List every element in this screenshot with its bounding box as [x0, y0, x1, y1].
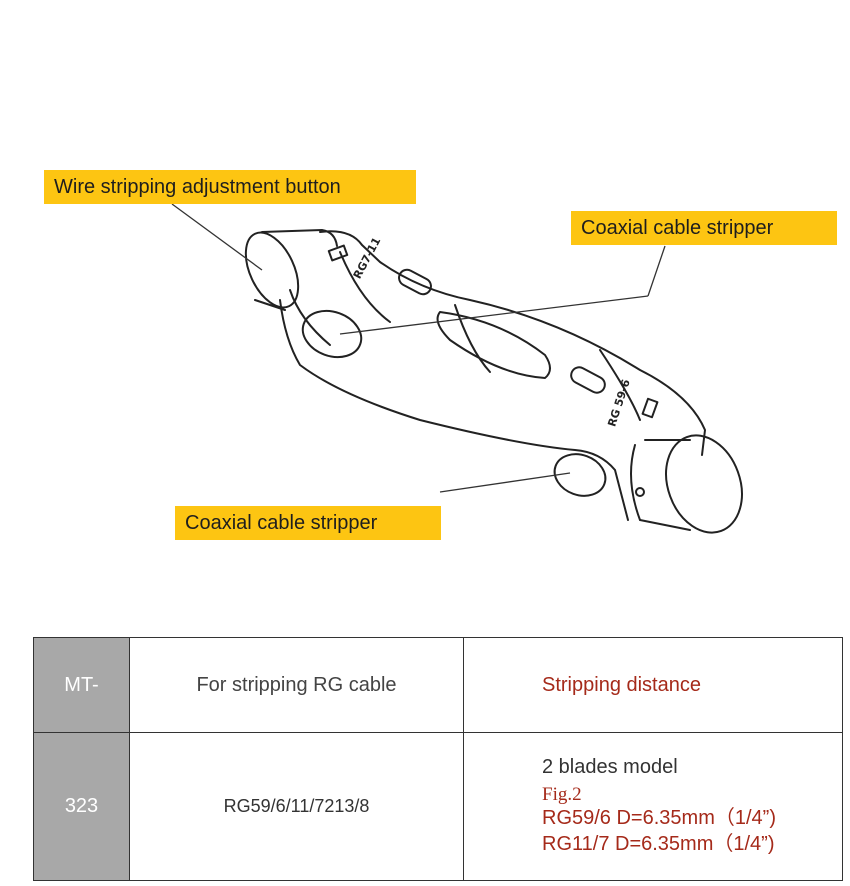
callout-adjustment-button: Wire stripping adjustment button	[44, 170, 416, 204]
leader-coax-bottom	[439, 472, 571, 493]
coax-hole-bottom	[553, 453, 607, 497]
coax-hole-top	[301, 309, 363, 359]
distance-line-rg11: RG11/7 D=6.35mm（1/4”)	[542, 833, 775, 855]
tool-body-lower	[279, 299, 629, 521]
leader-coax-top	[647, 245, 666, 297]
adjustment-cap	[244, 231, 300, 309]
callout-coaxial-stripper-top: Coaxial cable stripper	[571, 211, 837, 245]
marking-rg7-11: RG7-11	[351, 235, 384, 281]
header-distance-cell: Stripping distance	[463, 637, 843, 733]
header-distance-label: Stripping distance	[542, 673, 701, 696]
spec-table: MT- For stripping RG cable Stripping dis…	[33, 637, 843, 881]
small-slot-top	[398, 268, 432, 296]
tool-body-outline	[319, 230, 706, 456]
callout-coaxial-stripper-bottom: Coaxial cable stripper	[175, 506, 441, 540]
distance-cell: 2 blades model Fig.2 RG59/6 D=6.35mm（1/4…	[463, 732, 843, 881]
distance-line-rg59: RG59/6 D=6.35mm（1/4”)	[542, 807, 776, 829]
blades-model-label: 2 blades model	[542, 756, 678, 778]
table-row: 323 RG59/6/11/7213/8 2 blades model Fig.…	[33, 732, 843, 881]
leader-coax-top-2	[339, 295, 649, 335]
leader-adjust	[171, 203, 263, 271]
header-cable-cell: For stripping RG cable	[129, 637, 464, 733]
cable-types-value: RG59/6/11/7213/8	[223, 796, 370, 816]
model-number-cell: 323	[33, 732, 130, 881]
marking-rg59-6: RG 59-6	[605, 377, 633, 428]
cable-types-cell: RG59/6/11/7213/8	[129, 732, 464, 881]
header-model-cell: MT-	[33, 637, 130, 733]
small-slot-mid	[570, 366, 606, 394]
right-end-face	[665, 434, 743, 534]
adjustment-cap-sleeve	[261, 229, 338, 247]
figure-label: Fig.2	[542, 784, 582, 805]
long-slot	[436, 311, 551, 379]
table-header-row: MT- For stripping RG cable Stripping dis…	[33, 637, 843, 733]
